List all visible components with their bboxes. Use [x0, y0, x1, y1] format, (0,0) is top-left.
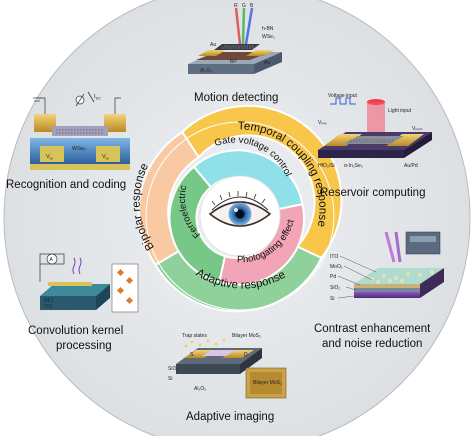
motion-g-label: G	[242, 3, 246, 9]
contrast-si-label: Si	[330, 296, 334, 302]
label-adaptive-imaging: Adaptive imaging	[186, 410, 274, 424]
adaptive-sio2-label: SiO₂	[168, 366, 178, 372]
adaptive-si-label: Si	[168, 376, 172, 382]
label-contrast-line2: and noise reduction	[322, 337, 422, 351]
reservoir-vpre-label: Vₚᵣₑ	[318, 120, 327, 126]
svg-text:ITO: ITO	[44, 304, 52, 310]
recognition-isc-label: ISC	[94, 94, 101, 101]
reservoir-vpost-label: Vₚₒₛₜ	[412, 126, 423, 132]
adaptive-bilayer-label: Bilayer MoS₂	[232, 333, 261, 339]
motion-au2-label: Au	[264, 60, 270, 66]
label-recognition-coding: Recognition and coding	[6, 178, 126, 192]
contrast-moox-label: MoOₓ	[330, 264, 343, 270]
label-motion-detecting: Motion detecting	[194, 91, 278, 105]
recognition-wse2-label: WSe₂	[72, 146, 86, 152]
label-reservoir-computing: Reservoir computing	[320, 186, 425, 200]
reservoir-voltage-label: Voltage input	[328, 93, 358, 99]
contrast-sio2-label: SiO₂	[330, 285, 340, 291]
reservoir-ain2se3-label: α-In₂Se₃	[344, 163, 363, 169]
label-convolution-line1: Convolution kernel	[28, 324, 123, 338]
recognition-vg1-label: VG	[46, 154, 53, 161]
adaptive-box-label: Bilayer MoS₂	[253, 380, 282, 386]
motion-au-label: Au	[210, 42, 216, 48]
reservoir-aupd-label: Au/Pd	[404, 163, 418, 169]
motion-hbn-label: h-BN	[262, 26, 274, 32]
reservoir-hfo2-label: HfO₂/Si	[318, 163, 335, 169]
adaptive-d-label: D	[244, 352, 248, 358]
adaptive-al2o3-label: Al₂O₃	[194, 386, 206, 392]
label-contrast-line1: Contrast enhancement	[314, 322, 430, 336]
adaptive-trap-label: Trap states	[182, 333, 207, 339]
reservoir-light-label: Light input	[388, 108, 412, 114]
label-convolution-line2: processing	[56, 339, 112, 353]
motion-bp-label: BP	[230, 59, 237, 65]
motion-wse2-label: WSe₂	[262, 34, 275, 40]
recognition-inset: WSe₂ VG VG ISC	[30, 92, 130, 170]
contrast-ito-label: ITO	[330, 254, 338, 260]
motion-r-label: R	[234, 3, 238, 9]
contrast-pd-label: Pd	[330, 274, 336, 280]
motion-al2o3-label: Al₂O₃	[200, 68, 212, 74]
recognition-vg2-label: VG	[102, 154, 109, 161]
